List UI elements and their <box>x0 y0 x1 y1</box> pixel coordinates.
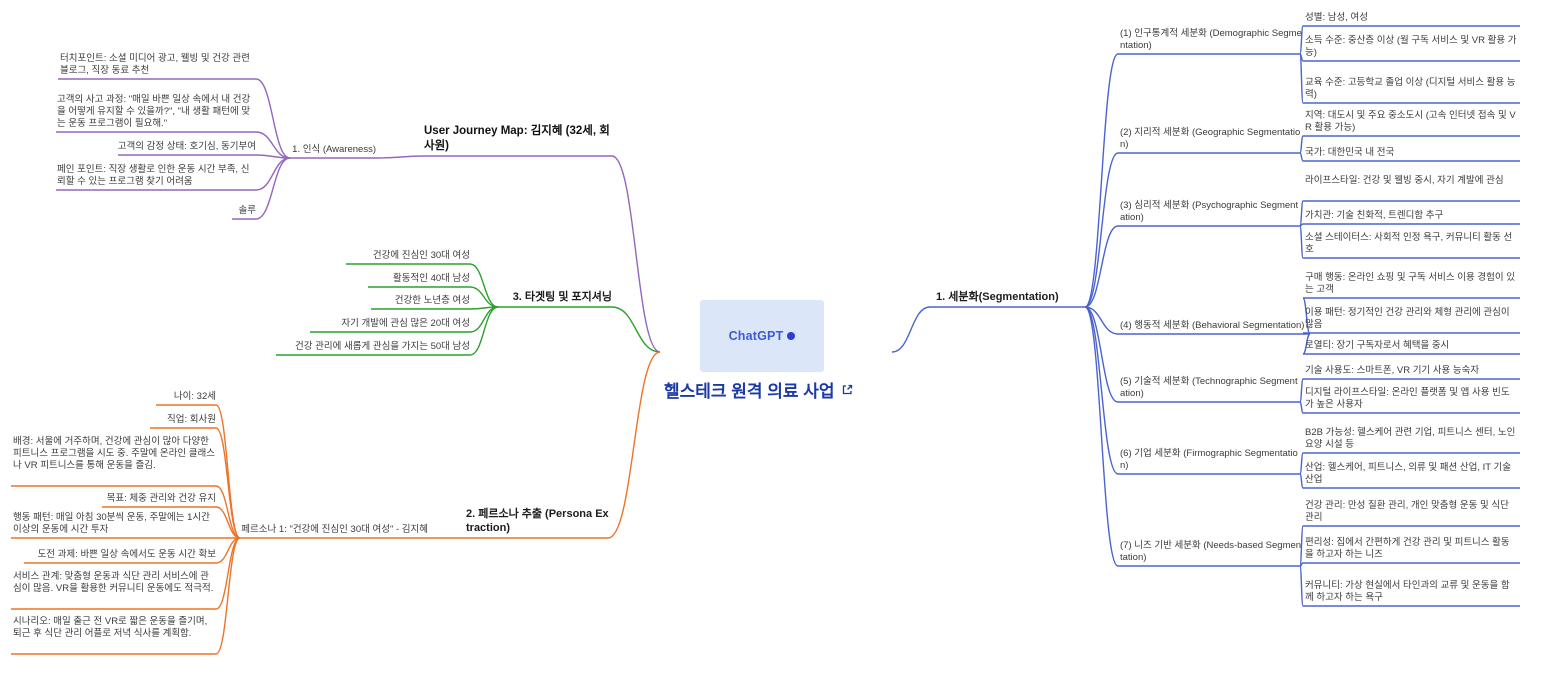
node-persona-extraction[interactable]: 2. 페르소나 추출 (Persona Extraction) <box>466 508 609 534</box>
node-persona-attribute[interactable]: 서비스 관계: 맞춤형 운동과 식단 관리 서비스에 관심이 많음. VR을 활… <box>13 571 214 594</box>
branch-line <box>255 78 291 159</box>
branch-line <box>215 427 241 539</box>
node-persona-attribute[interactable]: 목표: 체중 관리와 건강 유지 <box>106 493 216 504</box>
branch-line <box>1084 306 1119 335</box>
node-segmentation-item[interactable]: 건강 관리: 만성 질환 관리, 개인 맞춤형 운동 및 식단 관리 <box>1305 500 1509 523</box>
branch-line <box>1084 152 1119 308</box>
branch-line <box>1084 53 1119 308</box>
branch-line <box>1299 565 1304 607</box>
branch-line <box>1302 333 1311 355</box>
node-segmentation-group[interactable]: (2) 지리적 세분화 (Geographic Segmentation) <box>1120 127 1301 150</box>
chatgpt-logo-card[interactable]: ChatGPT <box>700 300 824 372</box>
branch-line <box>215 485 241 539</box>
node-segmentation-item[interactable]: 편리성: 집에서 간편하게 건강 관리 및 피트니스 활동을 하고자 하는 니즈 <box>1305 537 1510 560</box>
node-segmentation-group[interactable]: (4) 행동적 세분화 (Behavioral Segmentation) <box>1120 320 1305 331</box>
node-persona-attribute[interactable]: 직업: 회사원 <box>167 414 216 425</box>
external-link-icon[interactable] <box>841 383 854 396</box>
branch-line <box>255 157 291 220</box>
node-segmentation-item[interactable]: 이용 패턴: 정기적인 건강 관리와 체형 관리에 관심이 많음 <box>1305 307 1510 330</box>
node-segmentation-item[interactable]: 기술 사용도: 스마트폰, VR 기기 사용 능숙자 <box>1305 365 1480 376</box>
branch-line <box>1299 25 1304 55</box>
node-targeting-item[interactable]: 건강한 노년층 여성 <box>394 295 470 306</box>
branch-line <box>611 155 661 353</box>
branch-line <box>377 155 425 159</box>
node-targeting[interactable]: 3. 타겟팅 및 포지셔닝 <box>512 291 612 303</box>
branch-line <box>1299 452 1304 475</box>
node-persona-attribute[interactable]: 도전 과제: 바쁜 일상 속에서도 운동 시간 확보 <box>37 549 216 560</box>
branch-line <box>607 351 661 539</box>
branch-line <box>1084 306 1119 567</box>
branch-line <box>215 506 241 539</box>
root-node-title[interactable]: 헬스테크 원격 의료 사업 <box>664 377 854 402</box>
node-awareness-item[interactable]: 고객의 감정 상태: 호기심, 동기부여 <box>117 141 256 152</box>
branch-line <box>1299 378 1304 403</box>
node-awareness-item[interactable]: 페인 포인트: 직장 생활로 인한 운동 시간 부족, 신뢰할 수 있는 프로그… <box>57 164 250 187</box>
node-segmentation-item[interactable]: 지역: 대도시 및 주요 중소도시 (고속 인터넷 접속 및 VR 활용 가능) <box>1305 110 1516 133</box>
node-segmentation-item[interactable]: 소셜 스테이터스: 사회적 인정 욕구, 커뮤니티 활동 선호 <box>1305 232 1513 255</box>
node-segmentation-item[interactable]: 구매 행동: 온라인 쇼핑 및 구독 서비스 이용 경험이 있는 고객 <box>1305 272 1515 295</box>
branch-line <box>1084 306 1119 403</box>
node-segmentation-group[interactable]: (7) 니즈 기반 세분화 (Needs-based Segmentation) <box>1120 540 1302 563</box>
node-targeting-item[interactable]: 건강에 진심인 30대 여성 <box>372 250 470 261</box>
node-segmentation-item[interactable]: 산업: 헬스케어, 피트니스, 의류 및 패션 산업, IT 기술 산업 <box>1305 462 1512 485</box>
node-segmentation-group[interactable]: (3) 심리적 세분화 (Psychographic Segmentation) <box>1120 200 1299 223</box>
node-awareness-item[interactable]: 솔루 <box>238 205 256 216</box>
branch-line <box>1084 306 1119 475</box>
node-targeting-item[interactable]: 활동적인 40대 남성 <box>392 273 470 284</box>
node-segmentation[interactable]: 1. 세분화(Segmentation) <box>936 291 1059 303</box>
node-segmentation-item[interactable]: 소득 수준: 중산층 이상 (월 구독 서비스 및 VR 활용 가능) <box>1305 35 1517 58</box>
node-persona-attribute[interactable]: 행동 패턴: 매일 아침 30분씩 운동, 주말에는 1시간 이상의 운동에 시… <box>13 512 210 535</box>
root-title-text: 헬스테크 원격 의료 사업 <box>664 382 835 401</box>
node-awareness[interactable]: 1. 인식 (Awareness) <box>292 144 376 155</box>
branch-line <box>1299 473 1304 489</box>
node-segmentation-item[interactable]: 로열티: 장기 구독자로서 혜택을 중시 <box>1305 340 1450 351</box>
branch-line <box>1299 525 1304 567</box>
branch-line <box>1299 225 1304 259</box>
branch-line <box>1299 401 1304 414</box>
chatgpt-dot <box>787 332 796 340</box>
node-segmentation-group[interactable]: (1) 인구통계적 세분화 (Demographic Segmentation) <box>1120 28 1302 51</box>
node-segmentation-item[interactable]: B2B 가능성: 헬스케어 관련 기업, 피트니스 센터, 노인 요양 시설 등 <box>1305 427 1516 450</box>
branch-line <box>255 157 291 191</box>
branch-line <box>1299 53 1304 104</box>
branch-line <box>215 537 241 655</box>
node-segmentation-item[interactable]: 라이프스타일: 건강 및 웰빙 중시, 자기 계발에 관심 <box>1305 175 1504 186</box>
node-persona-attribute[interactable]: 나이: 32세 <box>173 391 216 402</box>
branch-line <box>469 306 499 356</box>
branch-line <box>1299 152 1304 162</box>
node-user-journey-map[interactable]: User Journey Map: 김지혜 (32세, 회사원) <box>424 125 610 152</box>
branch-line <box>1084 225 1119 308</box>
node-awareness-item[interactable]: 고객의 사고 과정: "매일 바쁜 일상 속에서 내 건강을 어떻게 유지할 수… <box>57 94 251 129</box>
chatgpt-label: ChatGPT <box>728 329 784 343</box>
branch-line <box>469 306 499 333</box>
branch-line <box>215 404 241 539</box>
node-persona-1[interactable]: 페르소나 1: "건강에 진심인 30대 여성" - 김지혜 <box>241 524 428 535</box>
node-targeting-item[interactable]: 자기 개발에 관심 많은 20대 여성 <box>341 318 470 329</box>
node-segmentation-group[interactable]: (5) 기술적 세분화 (Technographic Segmentation) <box>1120 376 1298 399</box>
branch-line <box>611 306 661 353</box>
node-segmentation-item[interactable]: 가치관: 기술 친화적, 트렌디함 추구 <box>1305 210 1444 221</box>
branch-line <box>891 306 931 353</box>
branch-line <box>469 286 499 308</box>
node-persona-attribute[interactable]: 시나리오: 매일 출근 전 VR로 짧은 운동을 즐기며, 퇴근 후 식단 관리… <box>13 616 208 639</box>
node-segmentation-item[interactable]: 커뮤니티: 가상 현실에서 타인과의 교류 및 운동을 함께 하고자 하는 욕구 <box>1305 580 1510 603</box>
branch-line <box>255 131 291 159</box>
node-segmentation-group[interactable]: (6) 기업 세분화 (Firmographic Segmentation) <box>1120 448 1298 471</box>
node-segmentation-item[interactable]: 성별: 남성, 여성 <box>1305 12 1368 23</box>
node-segmentation-item[interactable]: 디지털 라이프스타일: 온라인 플랫폼 및 앱 사용 빈도가 높은 사용자 <box>1305 387 1510 410</box>
node-awareness-item[interactable]: 터치포인트: 소셜 미디어 광고, 웰빙 및 건강 관련 블로그, 직장 동료 … <box>60 53 250 76</box>
node-targeting-item[interactable]: 건강 관리에 새롭게 관심을 가지는 50대 남성 <box>295 341 470 352</box>
node-segmentation-item[interactable]: 교육 수준: 고등학교 졸업 이상 (디지털 서비스 활용 능력) <box>1305 77 1516 100</box>
node-persona-attribute[interactable]: 배경: 서울에 거주하며, 건강에 관심이 많아 다양한 피트니스 프로그램을 … <box>13 436 216 471</box>
node-segmentation-item[interactable]: 국가: 대한민국 내 전국 <box>1305 147 1395 158</box>
branch-line <box>469 263 499 308</box>
